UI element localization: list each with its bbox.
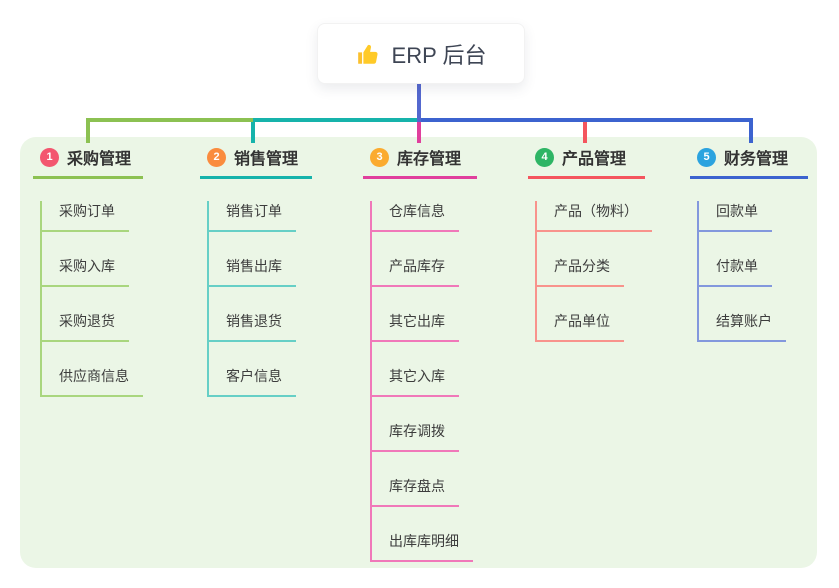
leaf-node[interactable]: 供应商信息	[42, 366, 143, 397]
leaf-node[interactable]: 客户信息	[209, 366, 296, 397]
leaf-node[interactable]: 回款单	[699, 201, 772, 232]
branch-label: 销售管理	[234, 151, 299, 168]
branch-children: 回款单付款单结算账户	[697, 201, 808, 342]
branch-node-2[interactable]: 2 销售管理	[200, 145, 312, 179]
branch-2: 2 销售管理销售订单销售出库销售退货客户信息	[200, 145, 312, 397]
branch-3: 3 库存管理仓库信息产品库存其它出库其它入库库存调拨库存盘点出库库明细	[363, 145, 477, 562]
branch-node-1[interactable]: 1 采购管理	[33, 145, 143, 179]
leaf-node[interactable]: 销售订单	[209, 201, 296, 232]
branch-label: 产品管理	[562, 151, 627, 168]
leaf-node[interactable]: 付款单	[699, 256, 772, 287]
branch-node-5[interactable]: 5 财务管理	[690, 145, 808, 179]
leaf-node[interactable]: 出库库明细	[372, 531, 473, 562]
riser-branch-5	[749, 118, 753, 143]
branch-4: 4 产品管理产品（物料） 产品分类产品单位	[528, 145, 652, 342]
leaf-node[interactable]: 其它出库	[372, 311, 459, 342]
branch-number-badge: 3	[370, 147, 389, 167]
thumbs-up-icon	[356, 41, 382, 67]
leaf-node[interactable]: 库存盘点	[372, 476, 459, 507]
leaf-node[interactable]: 产品库存	[372, 256, 459, 287]
leaf-node[interactable]: 其它入库	[372, 366, 459, 397]
branch-children: 销售订单销售出库销售退货客户信息	[207, 201, 312, 397]
trunk-segment	[253, 118, 419, 122]
leaf-node[interactable]: 产品（物料）	[537, 201, 652, 232]
leaf-node[interactable]: 仓库信息	[372, 201, 459, 232]
branch-children: 采购订单采购入库采购退货供应商信息	[40, 201, 143, 397]
root-node-label: ERP 后台	[391, 42, 487, 68]
riser-branch-1	[86, 118, 90, 143]
leaf-node[interactable]: 采购入库	[42, 256, 129, 287]
branch-node-4[interactable]: 4 产品管理	[528, 145, 645, 179]
branches-panel	[20, 137, 817, 568]
trunk-segment	[86, 118, 253, 122]
branch-children: 仓库信息产品库存其它出库其它入库库存调拨库存盘点出库库明细	[370, 201, 477, 562]
leaf-node[interactable]: 采购退货	[42, 311, 129, 342]
leaf-node[interactable]: 库存调拨	[372, 421, 459, 452]
leaf-node[interactable]: 销售出库	[209, 256, 296, 287]
branch-number-badge: 5	[697, 147, 716, 167]
branch-1: 1 采购管理采购订单采购入库采购退货供应商信息	[33, 145, 143, 397]
root-node[interactable]: ERP 后台	[317, 23, 525, 84]
leaf-node[interactable]: 产品分类	[537, 256, 624, 287]
branch-children: 产品（物料） 产品分类产品单位	[535, 201, 652, 342]
leaf-node[interactable]: 销售退货	[209, 311, 296, 342]
branch-label: 财务管理	[724, 151, 789, 168]
branch-5: 5 财务管理回款单付款单结算账户	[690, 145, 808, 342]
branch-node-3[interactable]: 3 库存管理	[363, 145, 477, 179]
branch-label: 库存管理	[397, 151, 462, 168]
riser-branch-4	[583, 118, 587, 143]
branch-number-badge: 2	[207, 147, 226, 167]
branch-number-badge: 1	[40, 147, 59, 167]
leaf-node[interactable]: 结算账户	[699, 311, 786, 342]
riser-branch-3	[417, 118, 421, 143]
riser-branch-2	[251, 118, 255, 143]
leaf-node[interactable]: 采购订单	[42, 201, 129, 232]
root-connector	[417, 82, 421, 122]
trunk-segment	[419, 118, 753, 122]
leaf-node[interactable]: 产品单位	[537, 311, 624, 342]
branch-label: 采购管理	[67, 151, 132, 168]
branch-number-badge: 4	[535, 147, 554, 167]
